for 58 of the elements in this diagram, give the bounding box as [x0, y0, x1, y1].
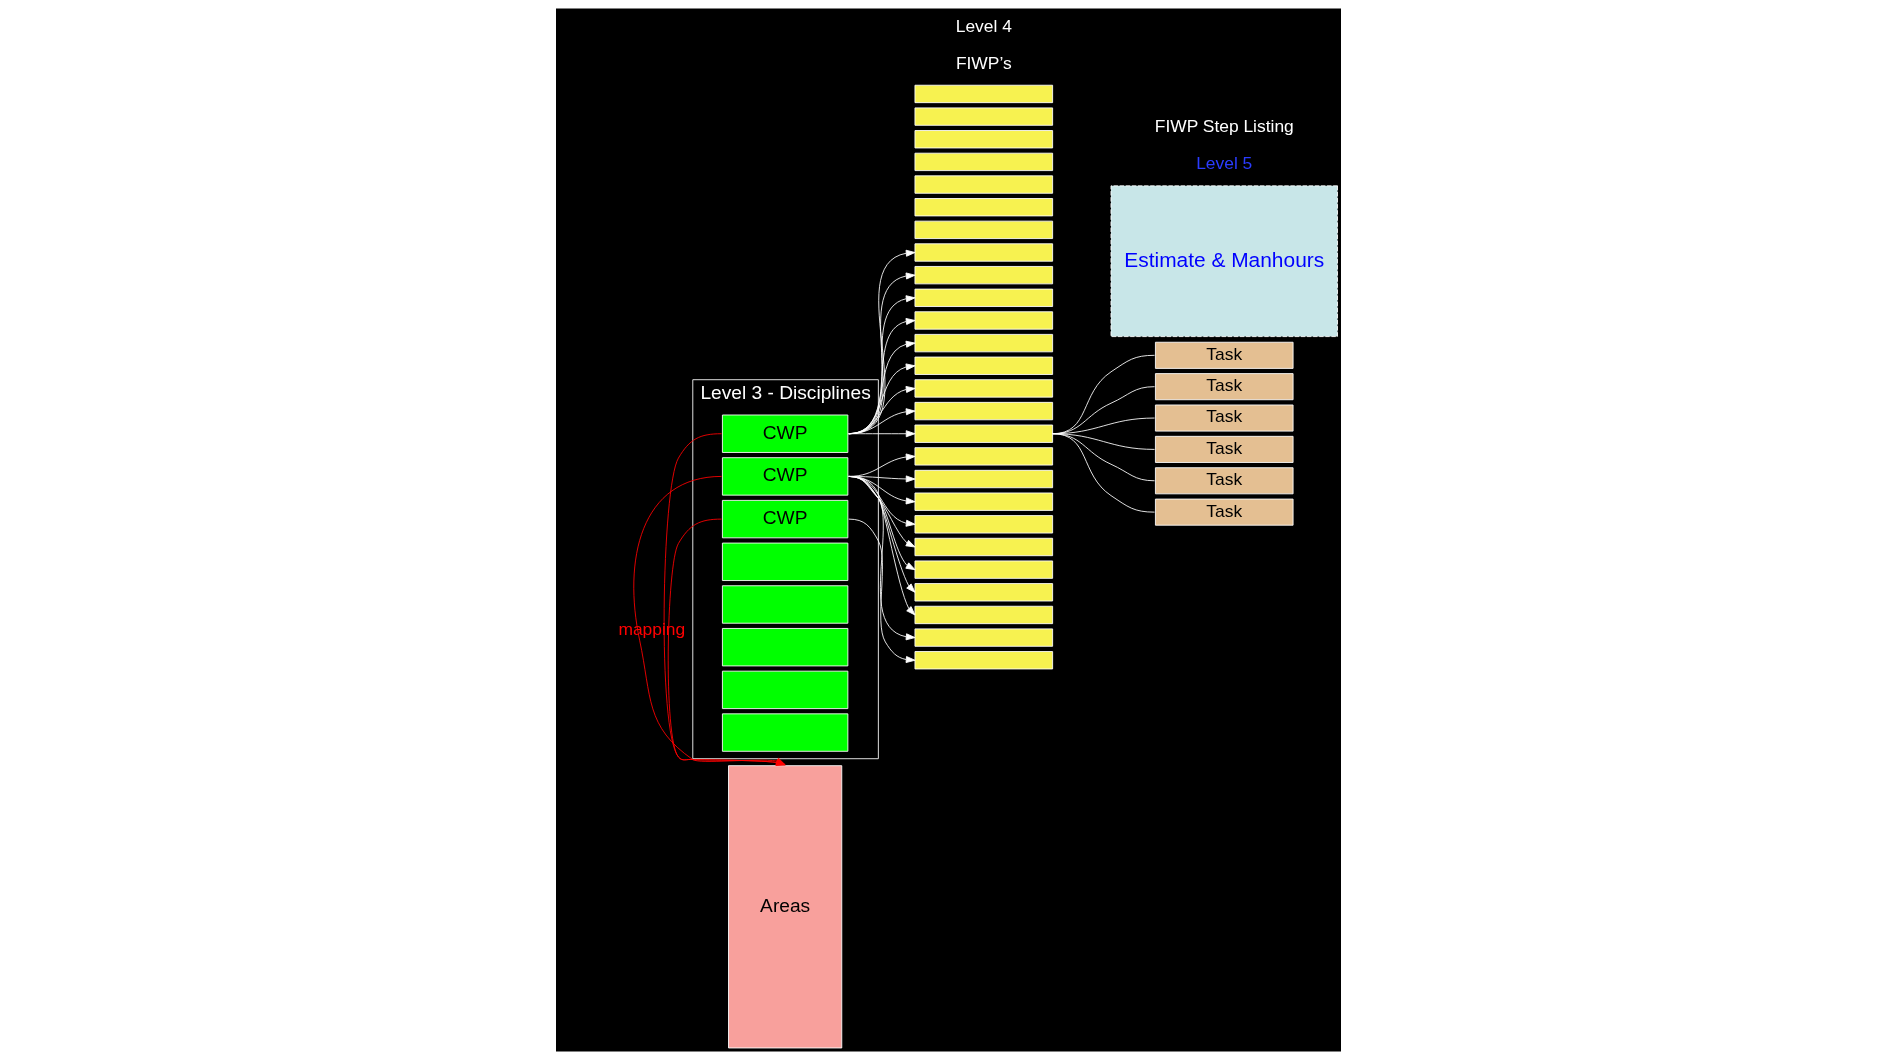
node-box: [721, 585, 849, 624]
node-box: [914, 107, 1054, 126]
arrow: [848, 386, 916, 435]
node-box: [914, 560, 1054, 579]
node-box: [914, 401, 1054, 421]
node-box: [914, 333, 1054, 353]
arrow: [663, 433, 786, 766]
node-box: [914, 243, 1054, 262]
node-box: [914, 130, 1054, 149]
node-box: [914, 583, 1054, 602]
node-box: [914, 492, 1054, 511]
arrow: [848, 340, 916, 435]
connector: [1052, 433, 1155, 513]
node-box: [914, 266, 1054, 285]
node-box: [721, 670, 849, 710]
node-box: [914, 651, 1054, 670]
node-box: [914, 515, 1054, 534]
label: FIWP Step Listing: [1154, 116, 1294, 137]
arrow: [848, 408, 916, 435]
node-box: CWP: [721, 499, 849, 539]
arrow: [633, 476, 786, 766]
label: Level 4: [955, 16, 1012, 37]
node-box: [721, 628, 849, 667]
node-box: [914, 537, 1054, 557]
node-box: [914, 469, 1054, 489]
node-box: Task: [1155, 373, 1294, 401]
arrow: [848, 518, 916, 663]
node-box: [914, 356, 1054, 375]
label: FIWP’s: [955, 52, 1012, 73]
node-box: [914, 379, 1054, 398]
node-box: Task: [1155, 341, 1294, 369]
node-box: CWP: [721, 414, 849, 453]
label: Level 5: [1196, 152, 1253, 173]
arrow: [848, 430, 916, 438]
node-box: [914, 311, 1054, 330]
node-box: [721, 713, 849, 752]
node-box: [914, 84, 1054, 104]
node-box: [914, 152, 1054, 172]
arrow: [667, 518, 786, 766]
node-box: [914, 605, 1054, 625]
node-box: [914, 447, 1054, 466]
arrow: [848, 476, 916, 641]
node-box: [914, 288, 1054, 307]
arrow: [848, 318, 916, 435]
node-box: Task: [1155, 404, 1294, 432]
node-box: [914, 198, 1054, 217]
node-box: Estimate & Manhours: [1110, 185, 1338, 337]
node-box: [914, 220, 1054, 239]
arrow: [848, 363, 916, 435]
node-box: Task: [1155, 435, 1294, 463]
node-box: CWP: [721, 457, 849, 496]
node-box: Task: [1155, 467, 1294, 495]
node-box: [721, 542, 849, 581]
node-box: [914, 628, 1054, 647]
node-box: [914, 175, 1054, 194]
node-box: Task: [1155, 498, 1294, 526]
node-box: [914, 424, 1054, 443]
node-box: Areas: [728, 765, 843, 1049]
